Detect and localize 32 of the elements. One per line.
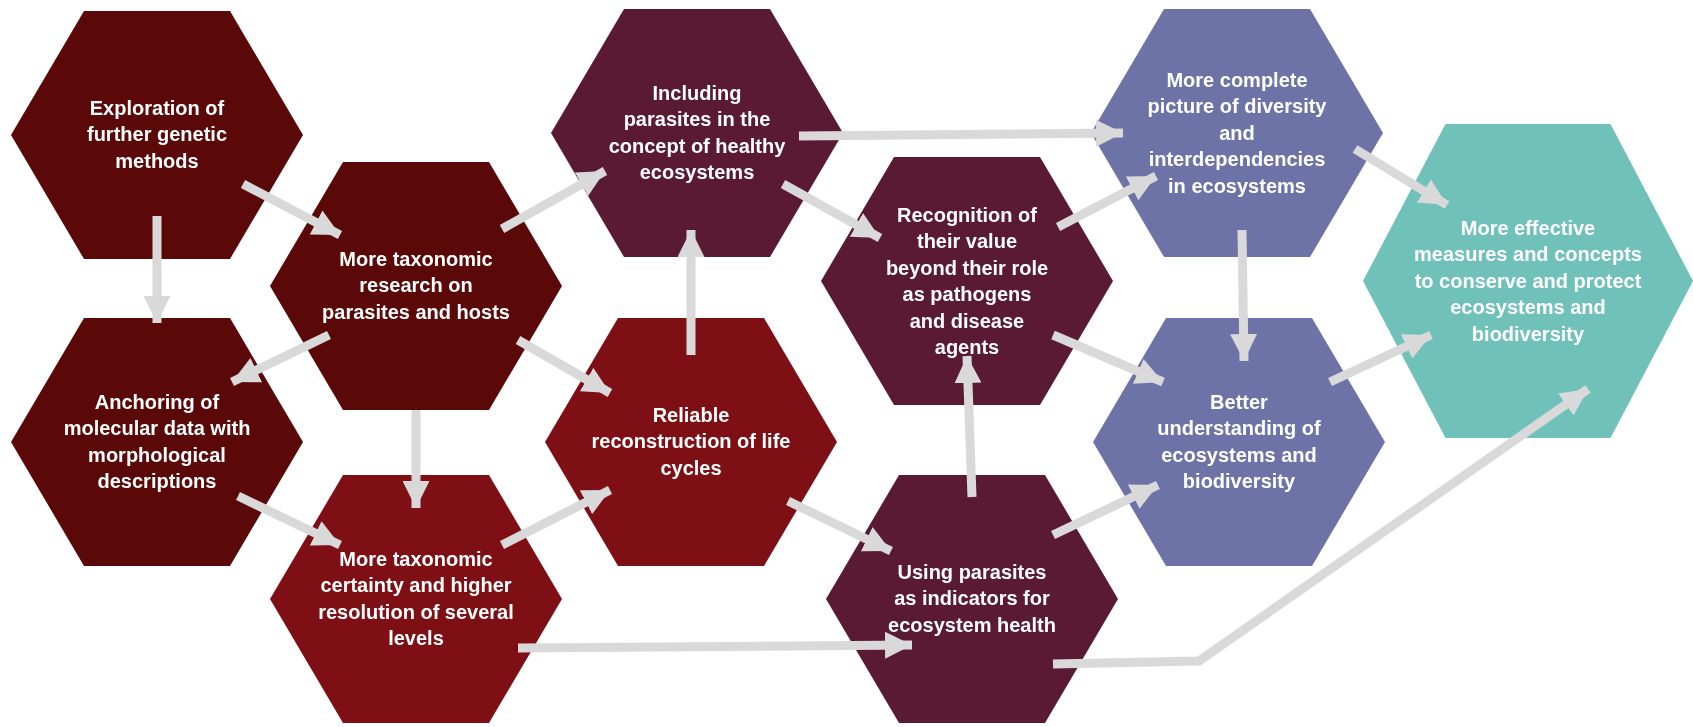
hexagon-text: Recognition of their value beyond their role as pathogens and disease agents xyxy=(884,202,1050,360)
arrow xyxy=(499,486,613,549)
arrow xyxy=(798,119,1124,147)
arrow xyxy=(515,336,613,397)
arrow xyxy=(1052,385,1591,669)
arrow xyxy=(1051,480,1160,540)
hexagon-text: More taxonomic certainty and higher resolution of several levels xyxy=(317,547,515,652)
hexagon-text: More taxonomic research on parasites and hosts xyxy=(321,247,511,326)
arrow xyxy=(143,216,171,323)
arrow xyxy=(402,410,430,508)
arrow xyxy=(236,491,342,550)
hexagon-text: More effective measures and concepts to conserve and protect ecosystems and biodiversity xyxy=(1413,216,1643,347)
arrow xyxy=(499,167,608,233)
hexagon-text: More complete picture of diversity and interdependencies in ecosystems xyxy=(1146,68,1328,199)
arrow xyxy=(240,180,343,239)
arrow xyxy=(1352,145,1450,209)
hexagon-text: Using parasites as indicators for ecosystem health xyxy=(887,560,1057,639)
arrow xyxy=(1055,172,1159,231)
hexagon-text: Including parasites in the concept of healthy ecosystems xyxy=(607,81,787,186)
arrow xyxy=(230,330,331,387)
arrow xyxy=(780,180,883,242)
arrow xyxy=(1051,330,1165,387)
arrow xyxy=(954,355,982,498)
arrow xyxy=(677,230,705,355)
arrow xyxy=(1328,330,1433,387)
arrow xyxy=(786,496,893,556)
hexagon-text: Reliable reconstruction of life cycles xyxy=(591,403,791,482)
hexagon-text: Exploration of further genetic methods xyxy=(86,96,228,175)
arrow xyxy=(517,631,913,659)
arrow xyxy=(1230,229,1258,362)
hexagon-text: Anchoring of molecular data with morphological descriptions xyxy=(62,390,252,495)
hexagon-text: Better understanding of ecosystems and biodiversity xyxy=(1156,390,1322,495)
